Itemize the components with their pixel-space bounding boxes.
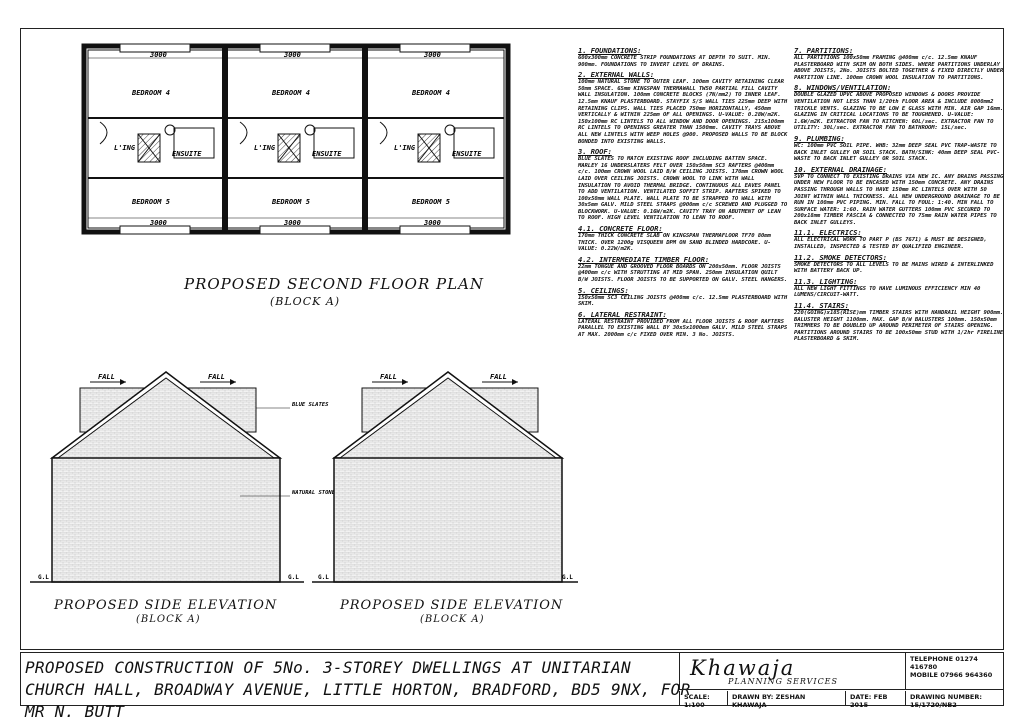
ground-level-right-b: G.L bbox=[562, 574, 573, 581]
room-label-bedroom5-unit2: BEDROOM 5 bbox=[271, 198, 310, 206]
dim-top-3: 3000 bbox=[423, 51, 441, 59]
ground-level-right-a: G.L bbox=[318, 574, 329, 581]
elevation-left bbox=[30, 371, 304, 583]
note-heading: 9. PLUMBING: bbox=[794, 133, 845, 143]
note-body: WC: 100mm PVC SOIL PIPE. WHB: 32mm DEEP … bbox=[794, 142, 1000, 163]
scale-cell: SCALE: 1:100 bbox=[679, 691, 727, 709]
spec-notes-column-1: 1. FOUNDATIONS:600x300mm CONCRETE STRIP … bbox=[578, 44, 788, 339]
fall-label-left-1: FALL bbox=[98, 373, 115, 381]
company-logo: Khawaja bbox=[690, 656, 796, 680]
note-body: 220(GOING)x185(RISE)mm TIMBER STAIRS WIT… bbox=[794, 310, 1004, 343]
label-natural-stone: NATURAL STONE bbox=[291, 490, 336, 496]
project-description: PROPOSED CONSTRUCTION OF 5No. 3-STOREY D… bbox=[25, 658, 691, 721]
date-cell: DATE: FEB 2015 bbox=[845, 691, 905, 709]
room-label-ensuite-unit1: ENSUITE bbox=[172, 150, 202, 158]
note-body: ALL PARTITIONS 100x50mm FRAMING @400mm c… bbox=[794, 55, 1004, 81]
unit-2 bbox=[228, 117, 362, 179]
title-block: PROPOSED CONSTRUCTION OF 5No. 3-STOREY D… bbox=[20, 652, 1004, 721]
fall-label-right-1: FALL bbox=[380, 373, 397, 381]
room-label-landing-unit2: L'ING bbox=[254, 144, 276, 152]
label-blue-slates: BLUE SLATES bbox=[291, 402, 329, 408]
note-heading: 3. ROOF: bbox=[578, 147, 612, 157]
room-label-landing-unit1: L'ING bbox=[114, 144, 136, 152]
room-label-ensuite-unit3: ENSUITE bbox=[452, 150, 482, 158]
dim-bottom-3: 3000 bbox=[423, 219, 441, 227]
note-body: SVP TO CONNECT TO EXISTING DRAINS VIA NE… bbox=[794, 173, 1004, 226]
note-heading: 7. PARTITIONS: bbox=[794, 46, 854, 55]
ground-level-left-a: G.L bbox=[38, 574, 49, 581]
dim-top-1: 3000 bbox=[149, 51, 167, 59]
note-heading: 11.1. ELECTRICS: bbox=[794, 228, 862, 238]
note-heading: 11.4. STAIRS: bbox=[794, 301, 849, 311]
note-heading: 5. CEILINGS: bbox=[578, 285, 629, 295]
note-body: BLUE SLATES TO MATCH EXISTING ROOF INCLU… bbox=[578, 156, 788, 222]
unit-1 bbox=[88, 117, 222, 179]
elevation-right-title: PROPOSED SIDE ELEVATION bbox=[340, 598, 564, 613]
elevation-left-title: PROPOSED SIDE ELEVATION bbox=[54, 598, 278, 613]
note-heading: 4.1. CONCRETE FLOOR: bbox=[578, 224, 663, 234]
note-body: 170mm THICK CONCRETE SLAB ON KINGSPAN TH… bbox=[578, 233, 771, 253]
elevation-right-subtitle: (BLOCK A) bbox=[420, 614, 485, 625]
side-elevations: FALL FALL BLUE SLATES NATURAL STONE G.L … bbox=[30, 371, 578, 583]
company-cell bbox=[679, 653, 905, 689]
fall-label-right-2: FALL bbox=[490, 373, 507, 381]
note-body: ALL NEW LIGHT FITTINGS TO HAVE LUMINOUS … bbox=[794, 285, 981, 299]
note-heading: 11.3. LIGHTING: bbox=[794, 276, 858, 286]
room-label-bedroom4-unit3: BEDROOM 4 bbox=[411, 89, 450, 97]
note-body: 600x300mm CONCRETE STRIP FOUNDATIONS AT … bbox=[578, 55, 771, 68]
note-body: SMOKE DETECTORS TO ALL LEVELS TO BE MAIN… bbox=[794, 261, 994, 275]
drawing-frame bbox=[20, 28, 1004, 650]
unit-3 bbox=[368, 117, 504, 179]
telephone: TELEPHONE 01274 416780 bbox=[910, 655, 978, 671]
note-body: LATERAL RESTRAINT PROVIDED FROM ALL FLOO… bbox=[578, 318, 788, 338]
drawn-by-cell: DRAWN BY: ZESHAN KHAWAJA bbox=[727, 691, 845, 709]
note-body: DOUBLE GLAZED UPVC ABOVE PROPOSED WINDOW… bbox=[794, 92, 1004, 132]
dim-bottom-2: 3000 bbox=[283, 219, 301, 227]
ground-level-left-b: G.L bbox=[288, 574, 299, 581]
room-label-landing-unit3: L'ING bbox=[394, 144, 416, 152]
company-logo-subtitle: PLANNING SERVICES bbox=[728, 677, 839, 686]
dim-bottom-1: 3000 bbox=[149, 219, 167, 227]
note-body: ALL ELECTRICAL WORK TO PART P (BS 7671) … bbox=[794, 237, 987, 251]
plan-subtitle: (BLOCK A) bbox=[270, 295, 341, 308]
note-body: 100mm NATURAL STONE TO OUTER LEAF. 100mm… bbox=[578, 79, 788, 145]
contact-cell: TELEPHONE 01274 416780 MOBILE 07966 9643… bbox=[905, 653, 1003, 689]
note-heading: 4.2. INTERMEDIATE TIMBER FLOOR: bbox=[578, 254, 710, 264]
room-label-ensuite-unit2: ENSUITE bbox=[312, 150, 342, 158]
room-label-bedroom4-unit2: BEDROOM 4 bbox=[271, 89, 310, 97]
mobile: MOBILE 07966 964360 bbox=[910, 671, 993, 679]
fall-label-left-2: FALL bbox=[208, 373, 225, 381]
elevation-right bbox=[312, 371, 578, 583]
note-heading: 1. FOUNDATIONS: bbox=[578, 46, 642, 55]
room-label-bedroom4-unit1: BEDROOM 4 bbox=[131, 89, 170, 97]
plan-title: PROPOSED SECOND FLOOR PLAN bbox=[184, 275, 485, 293]
drawing-number-cell: DRAWING NUMBER: 15/1720/NB2 bbox=[905, 691, 1003, 709]
note-heading: 8. WINDOWS/VENTILATION: bbox=[794, 83, 892, 93]
spec-notes-column-2: 7. PARTITIONS:ALL PARTITIONS 100x50mm FR… bbox=[794, 44, 1004, 343]
room-label-bedroom5-unit1: BEDROOM 5 bbox=[131, 198, 170, 206]
note-body: 22mm TONGUE AND GROOVED FLOOR BOARDS ON … bbox=[578, 263, 788, 284]
note-heading: 10. EXTERNAL DRAINAGE: bbox=[794, 164, 887, 174]
second-floor-plan: 3000 3000 3000 3000 3000 3000 BEDROOM 4 … bbox=[81, 43, 511, 235]
note-body: 150x50mm SC3 CEILING JOISTS @400mm c/c. … bbox=[578, 294, 788, 308]
note-heading: 2. EXTERNAL WALLS: bbox=[578, 70, 655, 80]
dim-top-2: 3000 bbox=[283, 51, 301, 59]
elevation-left-subtitle: (BLOCK A) bbox=[136, 614, 201, 625]
note-heading: 6. LATERAL RESTRAINT: bbox=[578, 309, 667, 319]
note-heading: 11.2. SMOKE DETECTORS: bbox=[794, 252, 887, 262]
room-label-bedroom5-unit3: BEDROOM 5 bbox=[411, 198, 450, 206]
